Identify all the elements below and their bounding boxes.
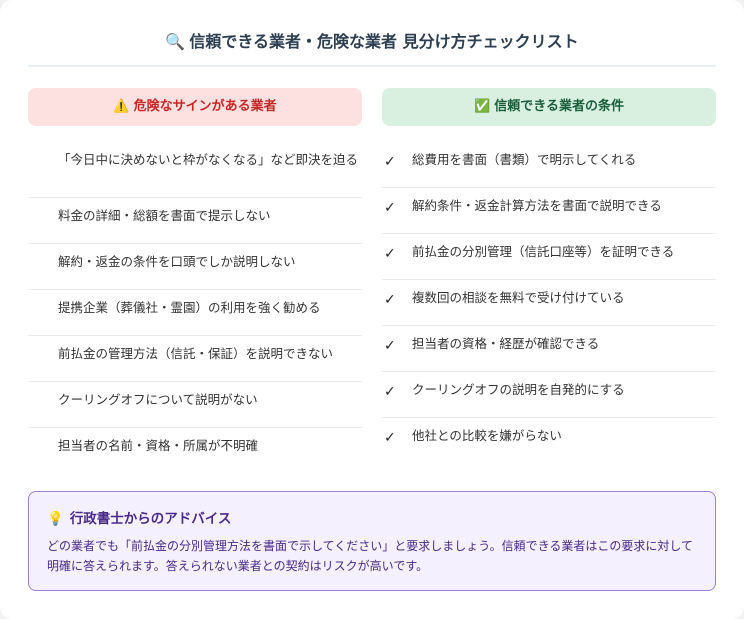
siren-icon [28,210,46,228]
trusted-heading-text: 信頼できる業者の条件 [494,99,624,114]
warning-icon: ⚠️ [113,99,130,114]
danger-item: 提携企業（葬儀社・霊園）の利用を強く勧める [28,290,362,336]
danger-item: 「今日中に決めないと枠がなくなる」など即決を迫る [28,142,362,198]
check-box-icon: ✅ [474,99,491,114]
siren-icon [28,302,46,320]
siren-icon [28,256,46,274]
advice-title-text: 行政書士からのアドバイス [69,511,232,527]
trusted-item: ✓総費用を書面（書類）で明示してくれる [382,142,716,188]
siren-icon [28,440,46,458]
trusted-column: ✅信頼できる業者の条件 ✓総費用を書面（書類）で明示してくれる ✓解約条件・返金… [382,88,716,464]
danger-item: クーリングオフについて説明がない [28,382,362,428]
magnifier-icon: 🔍 [165,32,186,51]
trusted-list: ✓総費用を書面（書類）で明示してくれる ✓解約条件・返金計算方法を書面で説明でき… [382,142,716,464]
check-icon: ✓ [384,384,396,400]
trusted-item: ✓他社との比較を嫌がらない [384,428,562,446]
check-icon: ✓ [384,292,396,308]
lightbulb-icon: 💡 [47,511,64,527]
check-icon: ✓ [384,154,396,170]
danger-heading-text: 危険なサインがある業者 [133,99,277,114]
advice-body: どの業者でも「前払金の分別管理方法を書面で示してください」と要求しましょう。信頼… [47,539,693,573]
trusted-heading: ✅信頼できる業者の条件 [382,88,716,126]
trusted-item: ✓解約条件・返金計算方法を書面で説明できる [382,188,716,234]
siren-icon [28,348,46,366]
check-icon: ✓ [384,338,396,354]
trusted-item: ✓クーリングオフの説明を自発的にする [382,372,716,418]
advice-box: 💡 行政書士からのアドバイス どの業者でも「前払金の分別管理方法を書面で示してくだ… [28,491,716,591]
check-icon: ✓ [384,430,396,446]
danger-item: 前払金の管理方法（信託・保証）を説明できない [28,336,362,382]
danger-item: 担当者の名前・資格・所属が不明確 [28,428,362,474]
check-icon: ✓ [384,246,396,262]
page-title-text: 信頼できる業者・危険な業者 見分け方チェックリスト [189,32,579,51]
danger-list: 「今日中に決めないと枠がなくなる」など即決を迫る 料金の詳細・総額を書面で提示し… [28,142,362,474]
trusted-item: ✓担当者の資格・経歴が確認できる [382,326,716,372]
trusted-item: ✓複数回の相談を無料で受け付けている [382,280,716,326]
page-title: 🔍信頼できる業者・危険な業者 見分け方チェックリスト [28,28,716,56]
siren-icon [28,394,46,412]
danger-item: 料金の詳細・総額を書面で提示しない [28,198,362,244]
siren-icon [28,154,46,172]
check-icon: ✓ [384,200,396,216]
title-divider [28,65,716,67]
danger-column: ⚠️危険なサインがある業者 「今日中に決めないと枠がなくなる」など即決を迫る 料… [28,88,362,474]
advice-title: 💡 行政書士からのアドバイス [47,508,697,530]
danger-item: 解約・返金の条件を口頭でしか説明しない [28,244,362,290]
danger-heading: ⚠️危険なサインがある業者 [28,88,362,126]
trusted-item: ✓前払金の分別管理（信託口座等）を証明できる [382,234,716,280]
